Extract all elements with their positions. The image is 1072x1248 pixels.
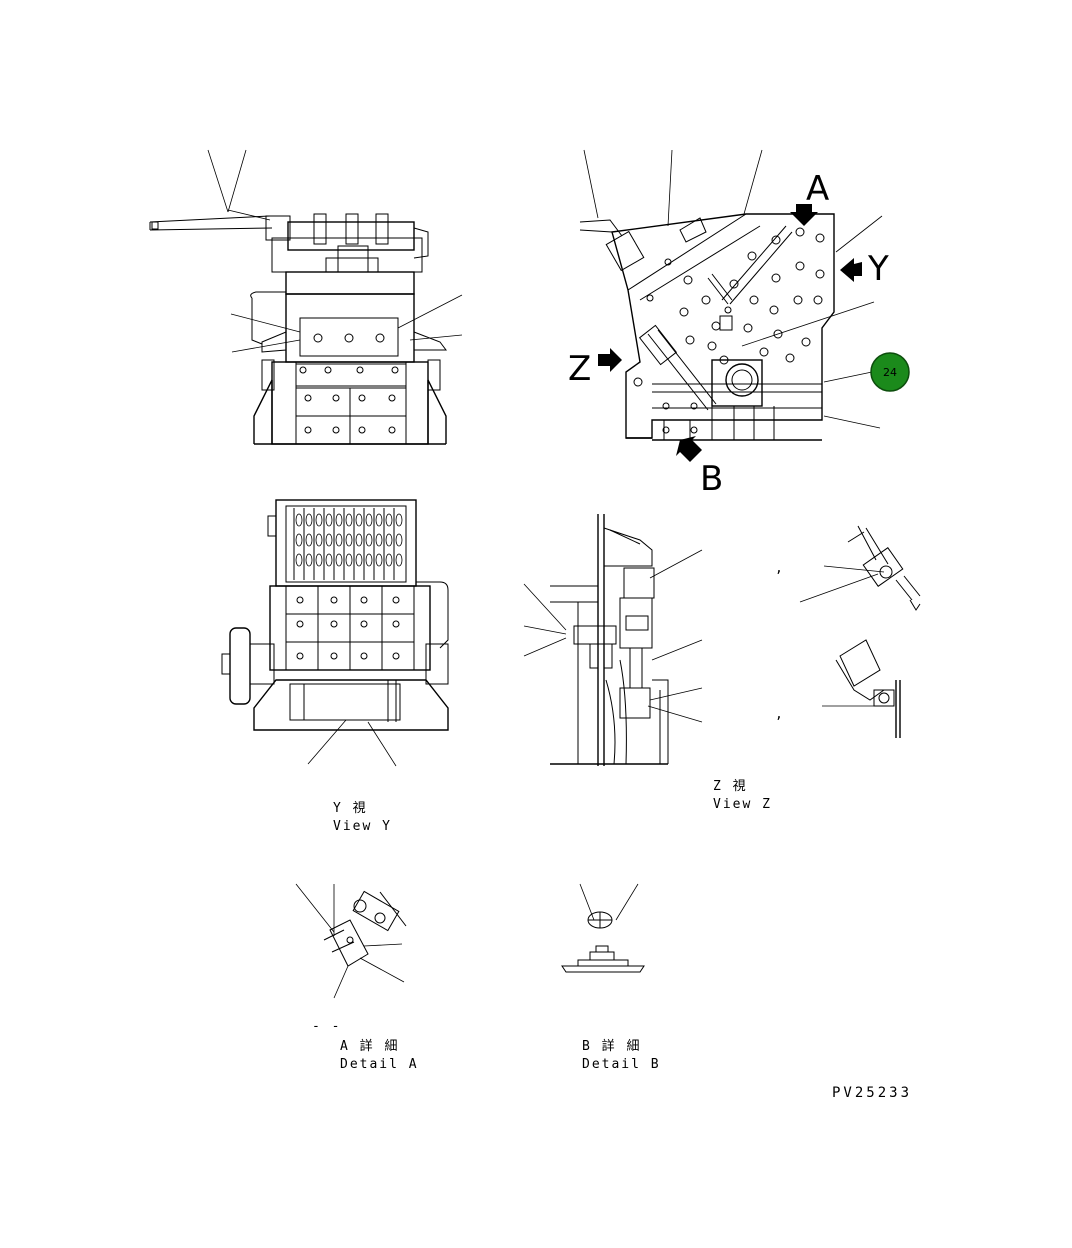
view-letter-b: B [700,459,723,499]
view-z-detail-upper [799,525,921,611]
callout-badge-number: 24 [883,366,897,379]
detail-a-caption-jp: A 詳 細 [340,1038,399,1054]
detail-b-caption-en: Detail B [582,1057,661,1072]
view-z-detail-lower [822,639,901,738]
detail-b-drawing [561,883,645,973]
view-z-drawing [523,514,921,766]
drawing-code: PV25233 [832,1085,912,1101]
callout-badge[interactable]: 24 [870,352,910,392]
view-z-caption-en: View Z [713,797,772,812]
view-y-caption-en: View Y [333,819,392,834]
arrow-z-icon [598,348,622,372]
arrow-a-icon [790,204,818,226]
front-view [149,149,463,445]
arrow-b-icon [676,436,702,462]
view-letter-a: A [806,169,829,209]
view-z-caption-jp: Z 視 [713,779,748,794]
view-letter-z: Z [568,349,591,389]
view-y-drawing [221,499,449,767]
view-y-caption-jp: Y 視 [333,801,368,816]
detail-b-caption-jp: B 詳 細 [582,1038,641,1054]
detail-a-dashes: - - [312,1019,341,1034]
side-view [579,149,883,462]
detail-a-drawing [295,883,407,999]
view-letter-y: Y [867,249,889,289]
view-z-mark-2: , [775,707,785,722]
detail-a-caption-en: Detail A [340,1057,419,1072]
view-z-mark-1: , [775,561,785,576]
arrow-y-icon [840,258,862,282]
